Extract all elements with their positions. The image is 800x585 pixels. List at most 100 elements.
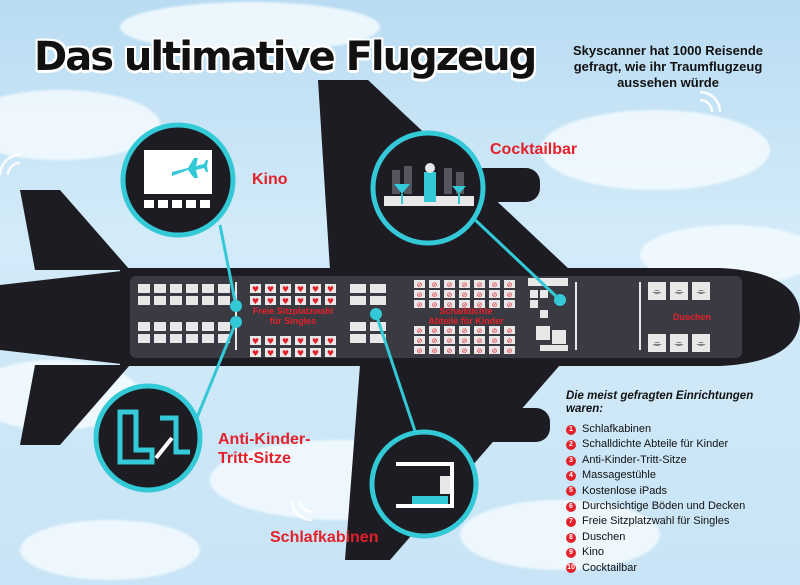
seat (310, 296, 321, 305)
seat (265, 284, 276, 293)
seat (489, 326, 500, 334)
seat-icon (144, 200, 210, 208)
connector-lines (194, 213, 562, 441)
list-label: Schlafkabinen (582, 423, 652, 435)
seat (202, 334, 214, 343)
cloud (460, 500, 660, 570)
seat (504, 346, 515, 354)
list-number: 10 (566, 563, 576, 574)
shower-cabin (648, 282, 666, 300)
baby-crossed-icon: ⊘ (432, 337, 438, 345)
seat (280, 296, 291, 305)
seat (459, 290, 470, 298)
seat (489, 290, 500, 298)
seat (250, 284, 261, 293)
seat (250, 348, 261, 357)
heart-icon: ♥ (312, 285, 319, 294)
seat (295, 348, 306, 357)
heart-icon: ♥ (267, 337, 274, 346)
wifi-icon (0, 90, 722, 522)
seat (325, 348, 336, 357)
baby-crossed-icon: ⊘ (417, 337, 423, 345)
baby-crossed-icon: ⊘ (447, 301, 453, 309)
seat (414, 346, 425, 354)
list-label: Duschen (582, 530, 626, 543)
baby-crossed-icon: ⊘ (417, 291, 423, 299)
seat (218, 322, 230, 331)
label-line: Anti-Kinder- (218, 431, 311, 448)
seat-icon (117, 409, 155, 465)
tail-lower (20, 365, 130, 445)
heart-icon: ♥ (327, 349, 334, 358)
seat (295, 336, 306, 345)
baby-crossed-icon: ⊘ (462, 301, 468, 309)
heart-icon: ♥ (267, 285, 274, 294)
shower-cabin (670, 334, 688, 352)
baby-crossed-icon: ⊘ (447, 347, 453, 355)
seat (154, 296, 166, 305)
list-number: 7 (566, 517, 576, 528)
baby-crossed-icon: ⊘ (492, 301, 498, 309)
label-cocktailbar: Cocktailbar (490, 141, 578, 158)
seat (444, 280, 455, 288)
baby-crossed-icon: ⊘ (417, 281, 423, 289)
seat (350, 296, 366, 305)
seat (265, 348, 276, 357)
shower-icon: ⌯ (675, 285, 684, 298)
seat (489, 336, 500, 344)
seat (202, 296, 214, 305)
seat (325, 284, 336, 293)
seat (350, 334, 366, 343)
schlafkabinen-bubble (369, 429, 479, 539)
baby-crossed-icon: ⊘ (507, 347, 513, 355)
heart-icon: ♥ (297, 349, 304, 358)
list-item: 1 Schlafkabinen (566, 422, 792, 437)
seat (138, 334, 150, 343)
seat (474, 280, 485, 288)
seat (414, 290, 425, 298)
baby-crossed-icon: ⊘ (492, 327, 498, 335)
seat (280, 284, 291, 293)
baby-crossed-icon: ⊘ (492, 337, 498, 345)
cabin-label-kinder: Schalldichte Abteile für Kinder (414, 306, 518, 326)
seat (414, 336, 425, 344)
baby-crossed-icon: ⊘ (507, 291, 513, 299)
seat (202, 322, 214, 331)
list-number: 1 (566, 424, 576, 435)
list-number: 2 (566, 440, 576, 451)
seat (186, 284, 198, 293)
seat (295, 296, 306, 305)
heart-icon: ♥ (282, 297, 289, 306)
seat (474, 290, 485, 298)
baby-crossed-icon: ⊘ (477, 281, 483, 289)
seat (310, 284, 321, 293)
heart-icon: ♥ (327, 337, 334, 346)
list-number: 6 (566, 501, 576, 512)
seat (459, 280, 470, 288)
heart-icon: ♥ (327, 285, 334, 294)
seat (350, 284, 366, 293)
seat (504, 300, 515, 308)
list-label: Cocktailbar (582, 561, 638, 574)
seat (489, 280, 500, 288)
heart-icon: ♥ (252, 297, 259, 306)
seat (459, 326, 470, 334)
seat (154, 284, 166, 293)
baby-crossed-icon: ⊘ (417, 301, 423, 309)
seat (186, 322, 198, 331)
seat (370, 296, 386, 305)
cloud (20, 520, 200, 580)
galley (528, 278, 568, 351)
shower-icon: ⌯ (653, 285, 662, 298)
seat (186, 296, 198, 305)
heart-icon: ♥ (327, 297, 334, 306)
seat (459, 300, 470, 308)
label-kino: Kino (252, 171, 288, 188)
seat (138, 322, 150, 331)
heading-line: Die meist gefragten Einrichtungen (566, 390, 754, 402)
